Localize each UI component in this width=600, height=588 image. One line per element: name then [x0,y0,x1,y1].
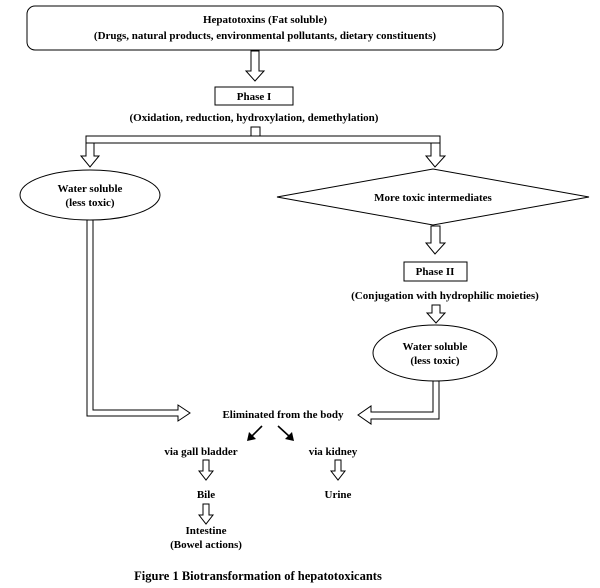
urine-label: Urine [325,489,352,501]
arrow-to-gall-bladder-head [247,432,256,441]
water-soluble-left-line2: (less toxic) [65,197,115,209]
arrow-to-intestine [197,503,215,525]
eliminated-label: Eliminated from the body [222,409,344,421]
branch-bar [85,135,441,144]
arrow-to-water-soluble-left [79,142,101,168]
hepatotoxins-box [26,5,504,51]
branch-connector [79,126,447,168]
via-gall-bladder-label: via gall bladder [164,446,237,458]
phase2-box [403,261,468,282]
toxic-intermediates-node: More toxic intermediates [276,168,590,226]
arrow-to-water-soluble-right [425,304,447,324]
branch-stem [250,126,261,137]
phase1-node: Phase I (Oxidation, reduction, hydroxyla… [130,86,379,124]
split-arrows [247,425,294,441]
intestine-label: Intestine [186,525,227,537]
arrow-to-phase1 [244,50,266,82]
phase1-box [214,86,294,106]
arrow-to-kidney-line [277,425,291,438]
phase2-node: Phase II (Conjugation with hydrophilic m… [351,261,539,302]
bile-label: Bile [197,489,215,501]
arrow-to-urine [329,459,347,481]
phase1-detail: (Oxidation, reduction, hydroxylation, de… [130,112,379,124]
water-soluble-right-ellipse [372,324,498,382]
water-soluble-right-node: Water soluble (less toxic) [372,324,498,382]
arrow-to-bile [197,459,215,481]
hepatotoxins-examples: (Drugs, natural products, environmental … [94,30,436,42]
arrow-to-kidney-head [285,432,294,441]
via-kidney-label: via kidney [309,446,358,458]
toxic-intermediates-diamond [276,168,590,226]
phase2-detail: (Conjugation with hydrophilic moieties) [351,290,539,302]
phase1-label: Phase I [237,91,272,103]
arrow-right-to-eliminated [357,380,440,425]
arrow-left-to-eliminated [86,219,191,422]
water-soluble-left-node: Water soluble (less toxic) [19,169,161,221]
arrow-to-gall-bladder-line [250,425,263,438]
water-soluble-right-line2: (less toxic) [410,355,460,367]
arrow-to-toxic-intermediates [424,142,447,168]
toxic-intermediates-label: More toxic intermediates [374,192,492,204]
hepatotoxins-title: Hepatotoxins (Fat soluble) [203,14,327,26]
phase2-label: Phase II [416,266,455,278]
water-soluble-right-line1: Water soluble [403,341,468,353]
intestine-sublabel: (Bowel actions) [170,539,242,551]
hepatotoxins-node: Hepatotoxins (Fat soluble) (Drugs, natur… [26,5,504,51]
figure-caption: Figure 1 Biotransformation of hepatotoxi… [134,569,382,583]
water-soluble-left-ellipse [19,169,161,221]
water-soluble-left-line1: Water soluble [58,183,123,195]
arrow-to-phase2 [424,225,447,255]
